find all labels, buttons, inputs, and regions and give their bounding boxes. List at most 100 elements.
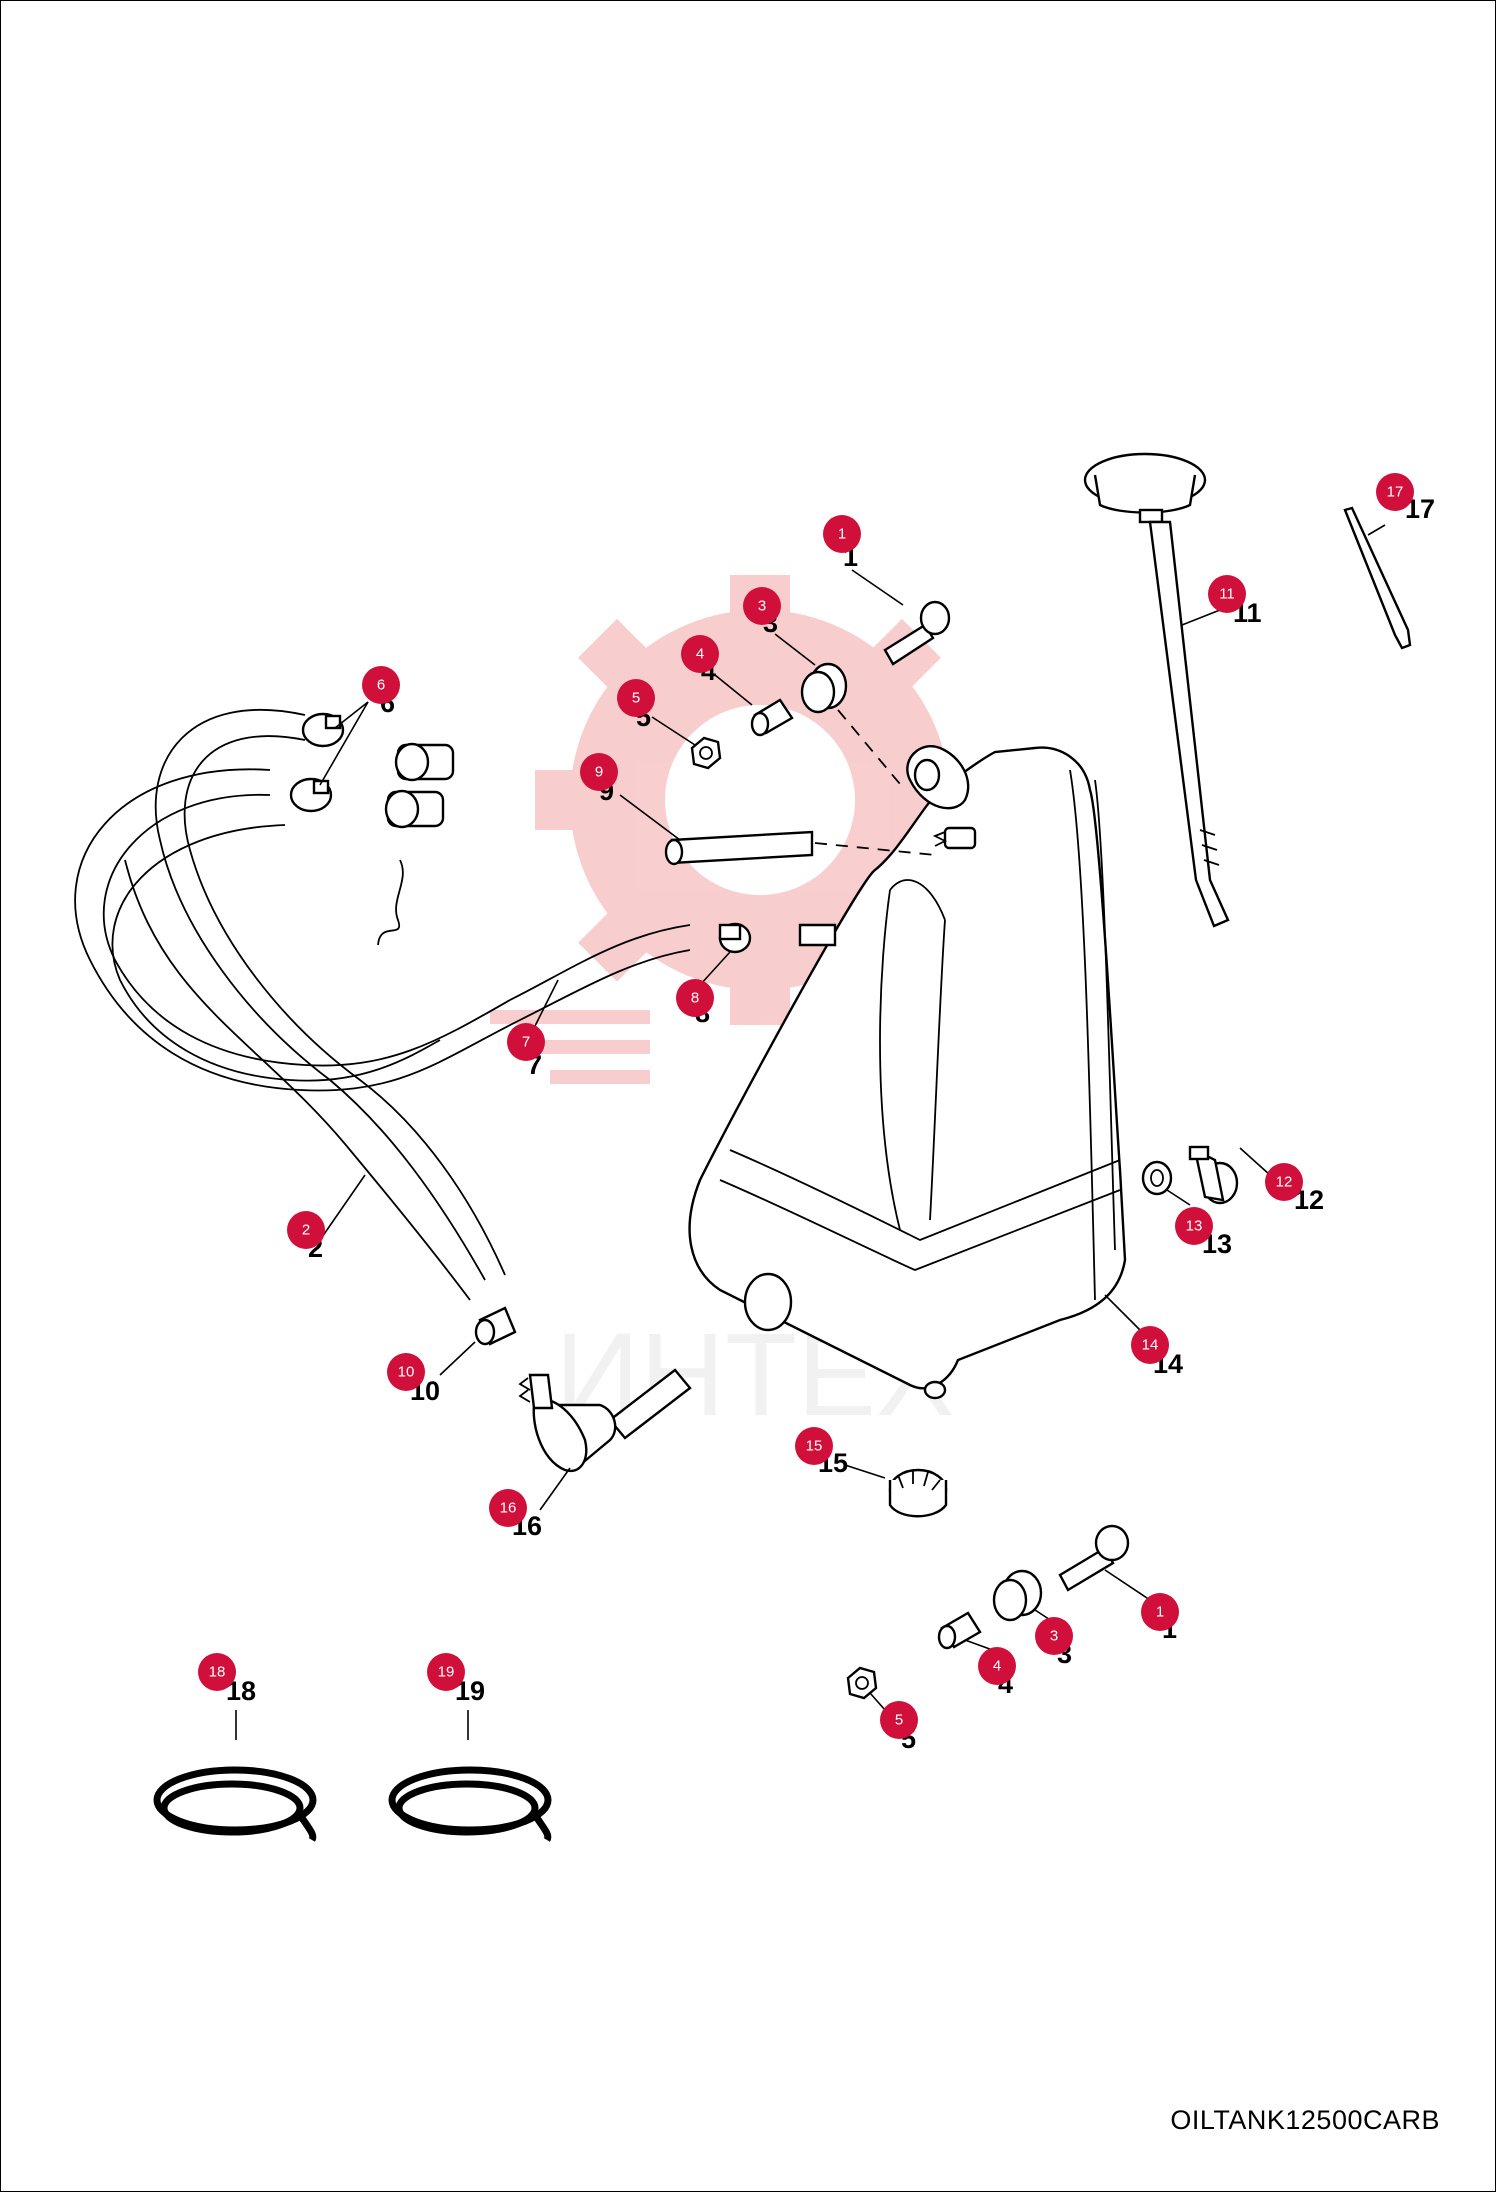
drain-plug-15 bbox=[888, 1468, 948, 1518]
callout-8: 88 bbox=[676, 979, 714, 1028]
callout-3: 33 bbox=[743, 587, 781, 638]
bolt-1-bottom bbox=[1058, 1524, 1130, 1592]
callout-badge-9 bbox=[580, 753, 618, 791]
callout-4: 44 bbox=[978, 1647, 1016, 1699]
callout-badge-text-8: 8 bbox=[691, 990, 699, 1007]
callout-badge-2 bbox=[287, 1211, 325, 1249]
callout-5: 55 bbox=[617, 679, 655, 732]
callout-badge-4 bbox=[681, 635, 719, 673]
callout-6: 66 bbox=[362, 666, 400, 718]
callout-badge-16 bbox=[489, 1489, 527, 1527]
callout-badge-10 bbox=[387, 1353, 425, 1391]
callout-badge-text-5: 5 bbox=[895, 1712, 903, 1729]
hose-clamp-6a bbox=[301, 712, 345, 748]
callout-badge-7 bbox=[507, 1023, 545, 1061]
sleeve-4-bottom bbox=[937, 1611, 982, 1650]
callout-labels: 1133445566997788111117171212131314142210… bbox=[198, 473, 1435, 1754]
watermark-stripes bbox=[490, 1010, 650, 1084]
callout-badge-text-7: 7 bbox=[522, 1034, 530, 1051]
elbow-fitting-16 bbox=[518, 1368, 692, 1473]
assembly-dash-line-top bbox=[837, 709, 906, 791]
callout-badge-text-14: 14 bbox=[1142, 1337, 1159, 1354]
callout-3: 33 bbox=[1035, 1617, 1073, 1669]
hose-ring-10 bbox=[474, 1306, 517, 1346]
sleeve-4-top bbox=[750, 698, 794, 737]
callout-badge-5 bbox=[880, 1701, 918, 1739]
callout-badge-text-4: 4 bbox=[993, 1658, 1001, 1675]
callout-badge-text-5: 5 bbox=[632, 690, 640, 707]
callout-badge-18 bbox=[198, 1653, 236, 1691]
grommet-3-bottom bbox=[992, 1569, 1043, 1622]
leader-lines bbox=[235, 524, 1386, 1740]
hose-plug-b bbox=[377, 789, 445, 946]
callout-badge-11 bbox=[1208, 575, 1246, 613]
hose-plug-a bbox=[394, 742, 455, 782]
callout-badge-text-1: 1 bbox=[1156, 1604, 1164, 1621]
callout-badge-text-13: 13 bbox=[1186, 1218, 1203, 1235]
callout-badge-19 bbox=[427, 1653, 465, 1691]
callout-badge-text-15: 15 bbox=[806, 1438, 823, 1455]
oil-cap-dipstick bbox=[1083, 452, 1230, 928]
tank-side-barb bbox=[798, 923, 837, 947]
watermark-gear-icon bbox=[569, 609, 950, 991]
callout-badge-text-1: 1 bbox=[838, 526, 846, 543]
callout-badge-17 bbox=[1376, 473, 1414, 511]
callout-badge-3 bbox=[1035, 1617, 1073, 1655]
hose-clamp-6b bbox=[289, 777, 333, 813]
callout-badge-text-11: 11 bbox=[1219, 586, 1235, 603]
callout-badge-14 bbox=[1131, 1326, 1169, 1364]
callout-badge-text-10: 10 bbox=[398, 1364, 415, 1381]
bolt-1-top bbox=[883, 600, 951, 666]
callout-badge-5 bbox=[617, 679, 655, 717]
callout-badge-text-4: 4 bbox=[696, 646, 704, 663]
callout-badge-8 bbox=[676, 979, 714, 1017]
nut-5-bottom bbox=[846, 1666, 878, 1700]
parts-drawing bbox=[74, 452, 1412, 1842]
callout-badge-text-6: 6 bbox=[377, 677, 385, 694]
callout-badge-6 bbox=[362, 666, 400, 704]
callout-5: 55 bbox=[880, 1701, 918, 1754]
nut-5-top bbox=[690, 736, 722, 770]
callout-badge-1 bbox=[1141, 1593, 1179, 1631]
drawing-code: OILTANK12500CARB bbox=[1170, 2105, 1440, 2135]
callout-badge-text-3: 3 bbox=[1050, 1628, 1058, 1645]
callout-badge-text-17: 17 bbox=[1387, 484, 1404, 501]
callout-7: 77 bbox=[507, 1023, 545, 1080]
callout-badge-text-12: 12 bbox=[1276, 1174, 1293, 1191]
callout-badge-text-3: 3 bbox=[758, 598, 766, 615]
callout-badge-text-9: 9 bbox=[595, 764, 603, 781]
callout-2: 22 bbox=[287, 1211, 325, 1263]
callout-badge-12 bbox=[1265, 1163, 1303, 1201]
oil-hose-assembly bbox=[74, 709, 691, 1301]
cap-8 bbox=[718, 922, 752, 954]
pipe-9 bbox=[664, 830, 814, 866]
callout-badge-1 bbox=[823, 515, 861, 553]
callout-1: 11 bbox=[1141, 1593, 1179, 1644]
callout-badge-text-19: 19 bbox=[438, 1664, 455, 1681]
callout-badge-text-18: 18 bbox=[209, 1664, 226, 1681]
callout-badge-15 bbox=[795, 1427, 833, 1465]
temperature-sender-12 bbox=[1188, 1145, 1239, 1205]
callout-badge-4 bbox=[978, 1647, 1016, 1685]
hose-roll-18 bbox=[153, 1766, 317, 1842]
hose-roll-19 bbox=[388, 1766, 552, 1842]
callout-9: 99 bbox=[580, 753, 618, 806]
grommet-3-top bbox=[800, 662, 848, 714]
callout-1: 11 bbox=[823, 515, 861, 572]
vent-pin bbox=[1343, 506, 1412, 650]
callout-badge-text-16: 16 bbox=[500, 1500, 517, 1517]
callout-badge-13 bbox=[1175, 1207, 1213, 1245]
callout-badge-text-2: 2 bbox=[302, 1222, 310, 1239]
tank-barb-fitting bbox=[932, 826, 977, 850]
